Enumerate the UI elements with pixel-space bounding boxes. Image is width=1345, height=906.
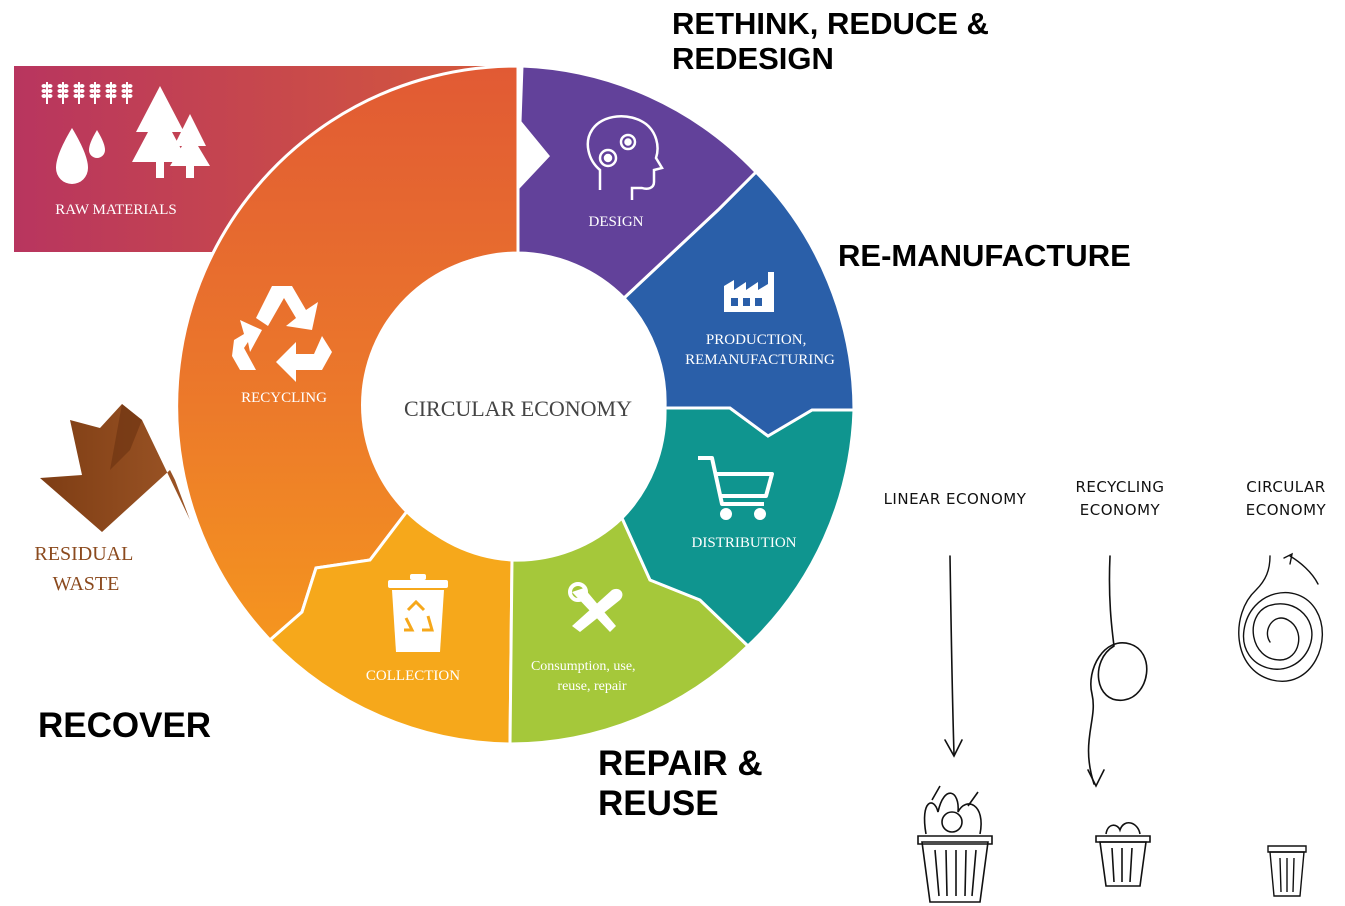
recycling-economy-label: RECYCLING ECONOMY	[1050, 476, 1190, 521]
linear-economy-arrow	[944, 555, 963, 758]
design-segment	[516, 64, 759, 301]
circular-trash-can-icon	[1267, 845, 1307, 897]
repair-line1: REPAIR &	[598, 744, 763, 783]
residual-waste-label: RESIDUAL WASTE	[34, 543, 137, 595]
circular-economy-arrow	[1238, 552, 1324, 682]
production-label-line2: REMANUFACTURING	[685, 352, 835, 368]
remanufacture-text: RE-MANUFACTURE	[838, 238, 1131, 273]
rethink-line2: REDESIGN	[672, 41, 834, 77]
water-drop-icon	[56, 128, 105, 184]
recycle-icon	[232, 286, 332, 382]
wheat-stalk-icon	[105, 82, 117, 104]
circular-economy-label: CIRCULAR ECONOMY	[1216, 476, 1345, 521]
wheat-stalk-icon	[121, 82, 133, 104]
design-label: DESIGN	[589, 214, 644, 230]
residual-waste-line2: WASTE	[53, 573, 120, 595]
linear-line1: LINEAR ECONOMY	[883, 490, 1027, 508]
consumption-label-line1: Consumption, use,	[531, 659, 636, 674]
raw-materials-label: RAW MATERIALS	[55, 202, 176, 218]
residual-waste-line1: RESIDUAL	[34, 543, 133, 565]
center-label: CIRCULAR ECONOMY	[404, 396, 632, 421]
consumption-segment	[508, 515, 751, 746]
recover-text: RECOVER	[38, 706, 212, 745]
remanufacture-label: RE-MANUFACTURE	[838, 238, 1131, 273]
consumption-label: Consumption, use, reuse, repair	[531, 659, 639, 694]
recycling-economy-arrow	[1087, 555, 1148, 788]
tools-icon	[568, 582, 623, 632]
recover-label: RECOVER	[38, 706, 211, 746]
center-circle	[361, 253, 665, 557]
linear-economy-label: LINEAR ECONOMY	[880, 488, 1030, 511]
repair-line2: REUSE	[598, 783, 719, 823]
recycle-bin-icon	[388, 574, 448, 652]
wheat-stalk-icon	[89, 82, 101, 104]
distribution-label: DISTRIBUTION	[692, 535, 797, 551]
factory-icon	[724, 272, 774, 312]
linear-trash-can-icon	[917, 785, 993, 903]
production-label-line1: PRODUCTION,	[706, 332, 806, 348]
wheat-stalk-icon	[57, 82, 69, 104]
distribution-segment	[620, 406, 856, 649]
circular-line2: ECONOMY	[1245, 500, 1327, 519]
wheat-stalk-icon	[41, 82, 53, 104]
circular-line1: CIRCULAR	[1246, 478, 1326, 496]
residual-waste-arrow	[40, 404, 190, 532]
collection-label: COLLECTION	[366, 668, 460, 684]
consumption-label-line2: reuse, repair	[557, 679, 627, 694]
recycling-line2: ECONOMY	[1079, 500, 1161, 519]
shopping-cart-icon	[698, 456, 774, 520]
wheat-icon	[41, 82, 133, 104]
tree-icon	[132, 86, 210, 178]
head-gears-icon	[586, 115, 664, 200]
rethink-line1: RETHINK, REDUCE &	[672, 6, 989, 41]
production-label: PRODUCTION, REMANUFACTURING	[685, 332, 835, 368]
recycling-trash-can-icon	[1095, 822, 1151, 887]
rethink-reduce-redesign-label: RETHINK, REDUCE & REDESIGN	[672, 6, 989, 77]
repair-reuse-label: REPAIR & REUSE	[598, 744, 763, 824]
recycling-label: RECYCLING	[241, 390, 327, 406]
recycling-line1: RECYCLING	[1075, 478, 1165, 496]
wheat-stalk-icon	[73, 82, 85, 104]
